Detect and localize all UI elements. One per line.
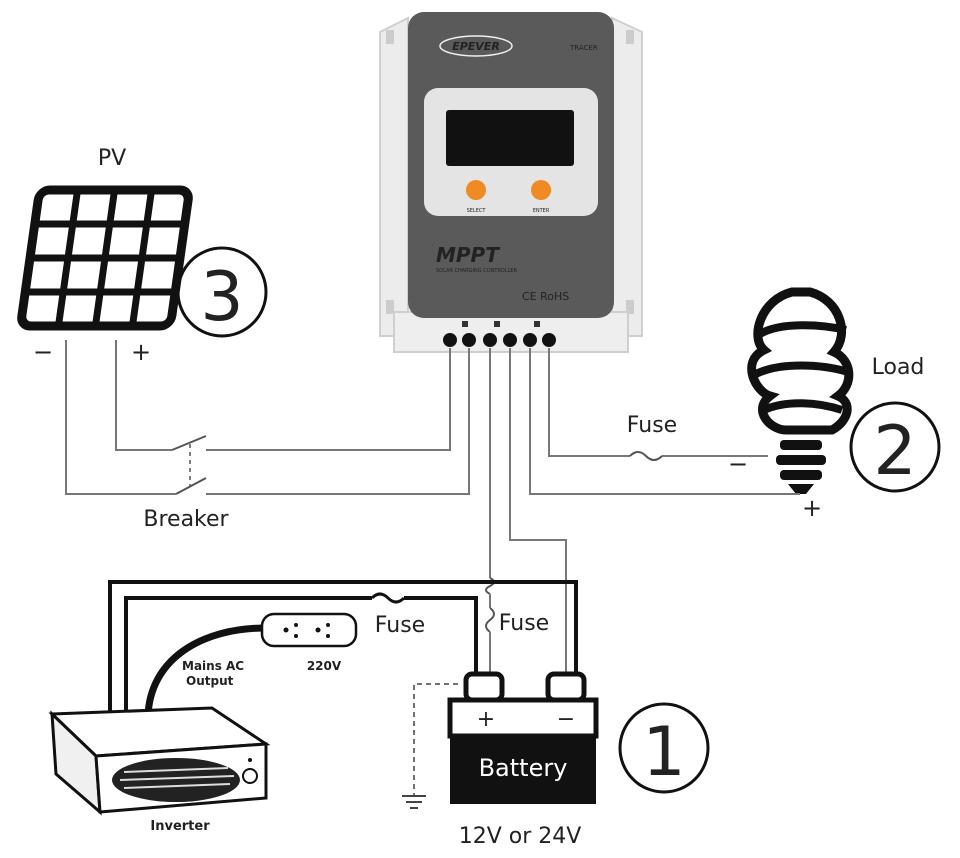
brand-logo: EPEVER [439, 35, 513, 57]
battery-voltage: 12V or 24V [459, 824, 582, 849]
brand-text: EPEVER [452, 40, 500, 53]
pv-wiring: Breaker [65, 340, 470, 532]
number-2: 2 [873, 412, 916, 491]
battery-minus: − [557, 707, 575, 732]
load-plus: + [802, 494, 822, 522]
mains-label-1: Mains AC [182, 659, 244, 673]
ground-icon [402, 683, 458, 809]
select-button[interactable] [466, 180, 486, 200]
number-1: 1 [642, 713, 685, 792]
terminal-load-neg[interactable] [542, 333, 556, 347]
terminal-pv-neg[interactable] [443, 333, 457, 347]
charge-controller: EPEVER TRACER SELECT ENTER MPPT SOLAR CH… [379, 12, 643, 353]
mains-label-2: Output [186, 674, 234, 688]
battery-plus: + [477, 707, 495, 732]
enter-label: ENTER [533, 208, 550, 214]
terminal-block [443, 321, 556, 347]
pv-panel: PV − + [17, 146, 193, 366]
number-2-badge: 2 [849, 401, 941, 493]
cert-text: CE RoHS [522, 290, 569, 303]
terminal-bat-pos[interactable] [483, 333, 497, 347]
number-3-badge: 3 [176, 246, 268, 338]
load-fuse-label: Fuse [627, 413, 677, 438]
inverter-fuse-label: Fuse [375, 613, 425, 638]
battery-wiring: Fuse [485, 348, 567, 676]
inverter-wiring: Fuse [108, 580, 578, 714]
ac-socket: 220V [260, 612, 358, 673]
select-label: SELECT [467, 208, 487, 214]
mppt-text: MPPT [436, 243, 500, 267]
load-label: Load [872, 355, 925, 380]
terminal-load-pos[interactable] [523, 333, 537, 347]
breaker-label: Breaker [143, 507, 229, 532]
battery-label: Battery [479, 754, 568, 782]
controller-subtitle: SOLAR CHARGING CONTROLLER [436, 268, 518, 274]
number-1-badge: 1 [618, 702, 710, 794]
pv-minus: − [33, 338, 53, 366]
battery: + − Battery 12V or 24V [447, 671, 599, 849]
model-text: TRACER [569, 44, 598, 52]
terminal-bat-neg[interactable] [503, 333, 517, 347]
inverter: 220V Mains AC Output Inverter [48, 612, 358, 834]
load-wiring: Fuse [529, 348, 800, 495]
battery-fuse-label: Fuse [499, 611, 549, 636]
load-bulb: Load − + [728, 287, 925, 522]
load-minus: − [728, 450, 748, 478]
enter-button[interactable] [531, 180, 551, 200]
socket-voltage: 220V [307, 659, 342, 673]
pv-plus: + [131, 338, 151, 366]
inverter-label: Inverter [150, 819, 210, 834]
number-3: 3 [200, 258, 243, 337]
terminal-pv-pos[interactable] [462, 333, 476, 347]
lcd-screen [446, 110, 574, 166]
pv-label: PV [98, 146, 126, 171]
